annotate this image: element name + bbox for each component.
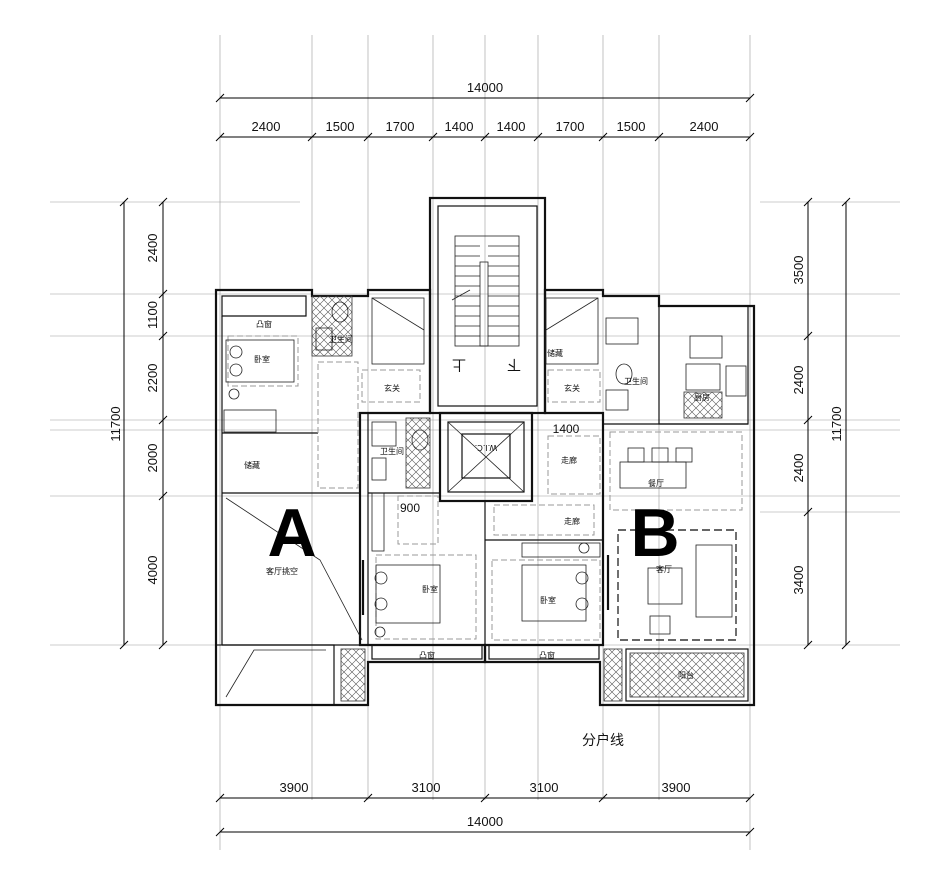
dim-tick: [745, 132, 755, 142]
walls: W.I.C.: [214, 196, 756, 707]
room-a-bath-top: 卫生间: [329, 334, 353, 344]
dim-tick: [307, 132, 317, 142]
top-dim-1: 2400: [252, 119, 281, 134]
room-a-storage: 储藏: [244, 460, 260, 470]
bottom-dim-2: 3100: [412, 780, 441, 795]
left-dimensions: 11700 2400 1100 2200 2000 4000: [108, 197, 168, 650]
room-b-foyer: 玄关: [564, 383, 580, 393]
grid-lines: [50, 35, 900, 850]
bottom-dim-4: 3900: [662, 780, 691, 795]
left-total-dim: 11700: [108, 406, 123, 441]
room-labels: 凸窗 卧室 储藏 客厅挑空 卫生间 玄关 卫生间 卧室 凸窗 厨房 卫生间 玄关…: [244, 319, 710, 680]
room-a-living-void: 客厅挑空: [266, 566, 298, 576]
left-dim-1: 2400: [145, 234, 160, 263]
stair-down-label: 下: [507, 356, 521, 372]
left-dim-2: 1100: [145, 301, 160, 329]
left-dim-5: 4000: [145, 556, 160, 585]
bottom-total-dim: 14000: [467, 814, 503, 829]
right-total-dim: 11700: [829, 406, 844, 441]
wic-label: W.I.C.: [475, 443, 498, 452]
room-b-bath: 卫生间: [624, 376, 648, 386]
stair-up-label: 上: [452, 356, 466, 372]
room-a-bedroom: 卧室: [254, 354, 270, 364]
room-b-living: 客厅: [656, 564, 672, 574]
room-b-bedroom: 卧室: [540, 595, 556, 605]
dim-tick: [654, 132, 664, 142]
dim-tick: [598, 132, 608, 142]
room-b-kitchen: 厨房: [694, 392, 710, 402]
right-dim-1: 3500: [791, 256, 806, 285]
room-b-bay: 凸窗: [539, 650, 555, 660]
inner-dim-1400: 1400: [553, 422, 580, 436]
top-dim-2: 1500: [326, 119, 355, 134]
top-dim-8: 2400: [690, 119, 719, 134]
fixtures: [223, 295, 747, 641]
unit-b-label: B: [630, 495, 679, 571]
top-dim-3: 1700: [386, 119, 415, 134]
dim-tick: [533, 132, 543, 142]
bottom-dim-1: 3900: [280, 780, 309, 795]
top-dim-5: 1400: [497, 119, 526, 134]
room-b-dining: 餐厅: [648, 479, 664, 488]
right-dim-4: 3400: [791, 566, 806, 595]
room-a-bath-mid: 卫生间: [380, 446, 404, 456]
top-dimensions: 14000 2400 1500 1700 1400 1400 1700 1500…: [215, 80, 755, 142]
right-dim-3: 2400: [791, 454, 806, 483]
inner-dim-900: 900: [400, 501, 420, 515]
top-dim-4: 1400: [445, 119, 474, 134]
dim-tick: [215, 132, 225, 142]
room-b-hall2: 走廊: [564, 516, 580, 526]
room-a-bedroom2: 卧室: [422, 584, 438, 594]
stairs: 上 下: [371, 235, 599, 372]
bottom-dimensions: 3900 3100 3100 3900 14000: [215, 780, 755, 837]
room-b-storage: 储藏: [547, 348, 563, 358]
dim-tick: [428, 132, 438, 142]
room-a-bay-window: 凸窗: [256, 319, 272, 329]
top-total-dim: 14000: [467, 80, 503, 95]
room-b-hall: 走廊: [561, 455, 577, 465]
dim-tick: [480, 132, 490, 142]
dim-tick: [363, 132, 373, 142]
right-dim-2: 2400: [791, 366, 806, 395]
room-a-bay2: 凸窗: [419, 650, 435, 660]
right-dimensions: 3500 2400 2400 3400 11700: [791, 197, 851, 650]
room-b-balcony: 阳台: [678, 670, 694, 680]
furniture-zones: [227, 335, 743, 641]
left-dim-4: 2000: [145, 444, 160, 473]
left-dim-3: 2200: [145, 364, 160, 393]
bottom-dim-3: 3100: [530, 780, 559, 795]
top-dim-6: 1700: [556, 119, 585, 134]
top-dim-7: 1500: [617, 119, 646, 134]
room-a-foyer: 玄关: [384, 383, 400, 393]
divider-label: 分户线: [582, 732, 624, 749]
unit-a-label: A: [267, 495, 316, 571]
